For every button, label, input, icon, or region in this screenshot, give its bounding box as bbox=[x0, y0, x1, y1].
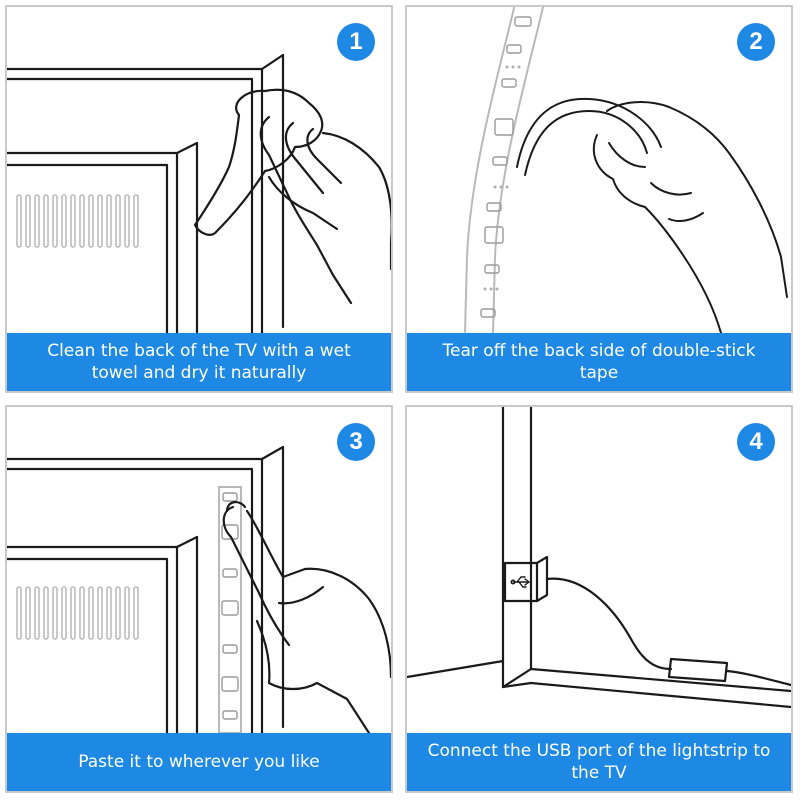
step-3-panel: 3 Paste it to wherever you like bbox=[5, 405, 393, 793]
step-4-panel: 4 Connect the USB port of the lightstrip… bbox=[405, 405, 793, 793]
step-number: 4 bbox=[749, 428, 763, 455]
step-caption: Clean the back of the TV with a wet towe… bbox=[7, 333, 391, 391]
step-caption-text: Paste it to wherever you like bbox=[78, 752, 320, 772]
step-number: 1 bbox=[349, 28, 363, 55]
step-3-illustration bbox=[7, 445, 391, 733]
step-4-illustration bbox=[407, 407, 791, 709]
step-caption-text: Tear off the back side of double-stick t… bbox=[442, 341, 756, 383]
step-1-illustration bbox=[7, 53, 391, 333]
step-1-panel: 1 Clean the back of the TV with a wet to… bbox=[5, 5, 393, 393]
step-number: 3 bbox=[349, 428, 363, 455]
step-number-badge: 1 bbox=[337, 23, 375, 61]
step-caption-text: Connect the USB port of the lightstrip t… bbox=[427, 741, 771, 783]
step-caption: Tear off the back side of double-stick t… bbox=[407, 333, 791, 391]
step-2-panel: 2 Tear off the back side of double-stick… bbox=[405, 5, 793, 393]
step-caption-text: Clean the back of the TV with a wet towe… bbox=[47, 341, 351, 383]
step-number-badge: 3 bbox=[337, 423, 375, 461]
step-caption: Connect the USB port of the lightstrip t… bbox=[407, 733, 791, 791]
step-number-badge: 4 bbox=[737, 423, 775, 461]
step-2-illustration bbox=[464, 7, 788, 333]
step-number: 2 bbox=[749, 28, 763, 55]
step-caption: Paste it to wherever you like bbox=[7, 733, 391, 791]
step-number-badge: 2 bbox=[737, 23, 775, 61]
